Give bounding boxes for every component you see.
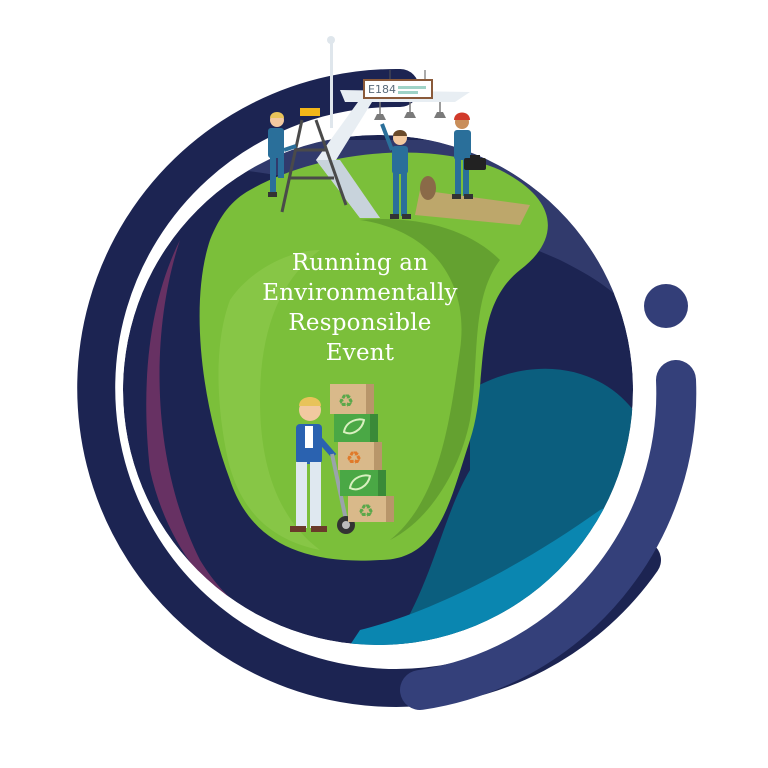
outer-ring-right [400,360,697,710]
leaf-icon [342,418,366,435]
floor-path [415,190,530,225]
box-5: ♻ [348,496,394,522]
title-line-1: Running an [291,250,429,276]
worker-ladder [268,112,297,197]
box-stack: ♻ ♻ ♻ [330,384,394,522]
title-line-3: Responsible [288,310,432,336]
box-1: ♻ [330,384,374,414]
ladder [280,108,348,213]
logo-dot [644,284,688,328]
box-2 [334,414,378,442]
recycle-icon: ♻ [338,391,354,412]
box-3: ♻ [338,442,382,470]
recycle-icon: ♻ [346,448,362,469]
recycle-icon: ♻ [358,501,374,522]
rug-roll [420,176,436,200]
worker-middle [380,123,411,219]
leaf-icon [348,474,372,491]
title-line-4: Event [325,340,395,366]
page-title: Running an Environmentally Responsible E… [224,248,496,368]
stand-sign-code: E184 [368,83,396,96]
title-line-2: Environmentally [262,280,458,306]
man-with-hand-truck [290,397,337,532]
box-4 [340,470,386,496]
worker-toolbox [452,112,486,199]
